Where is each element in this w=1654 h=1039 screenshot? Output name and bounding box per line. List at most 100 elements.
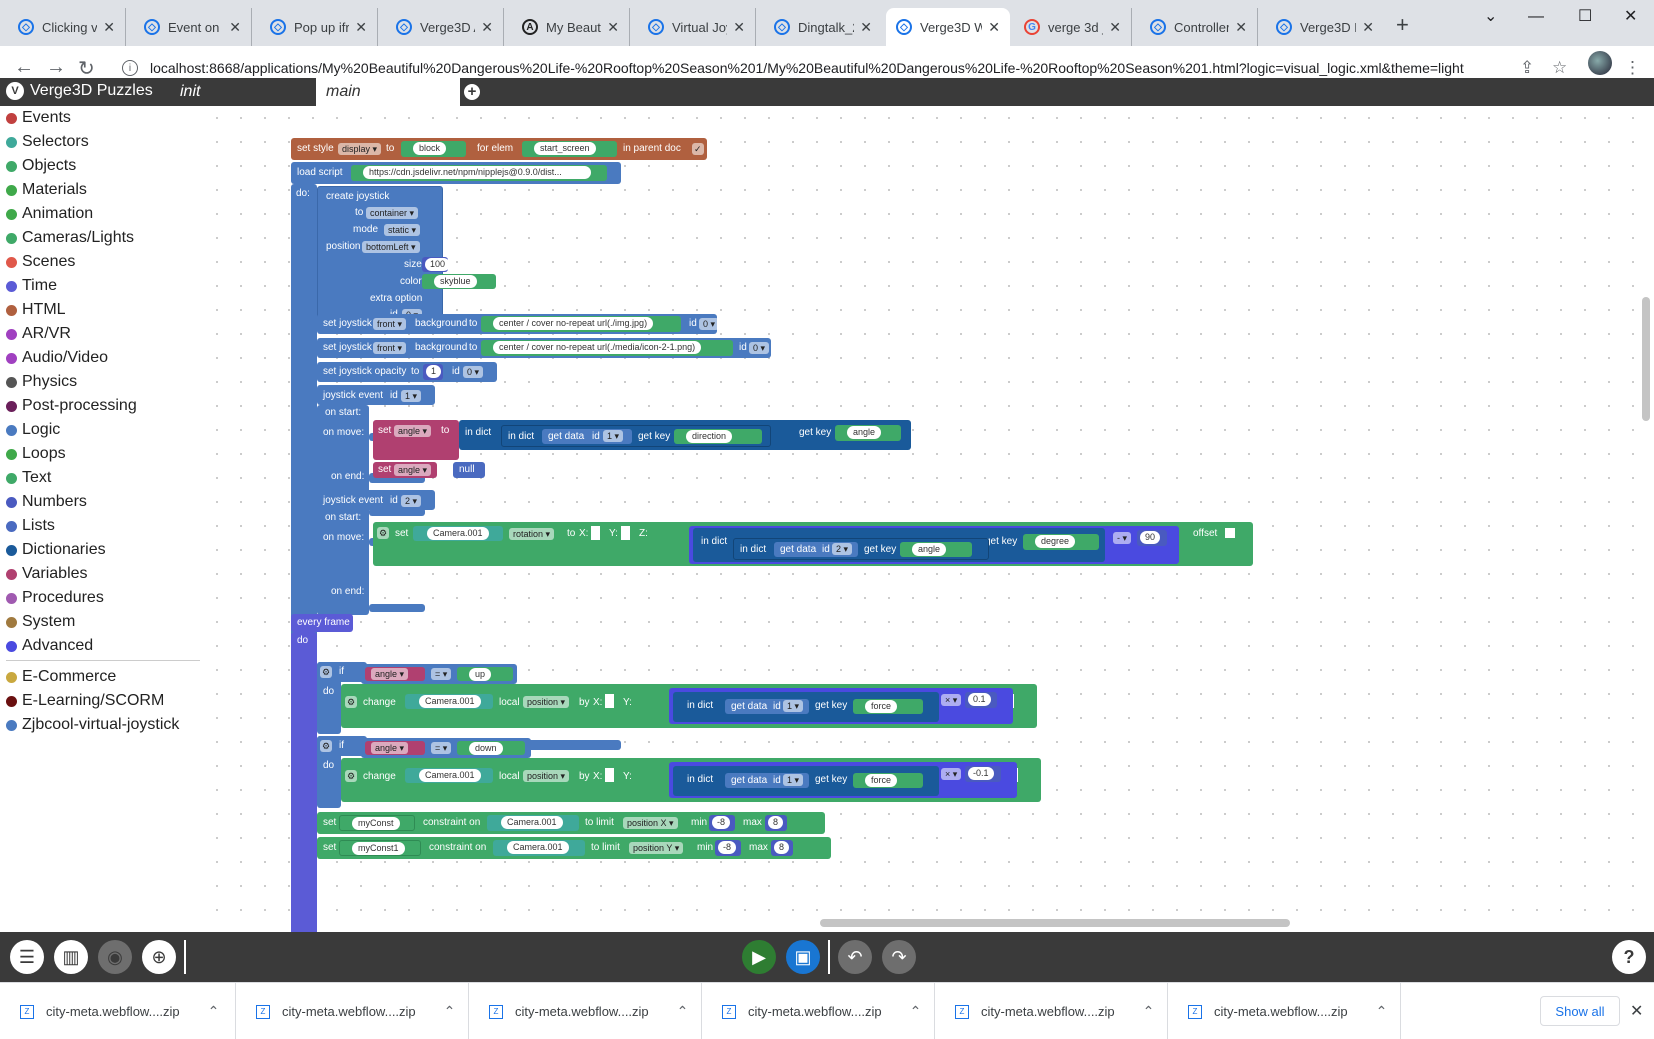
create-joystick-block[interactable]: create joystick to container ▾ mode stat… [317, 186, 496, 331]
joystick-id-dropdown[interactable]: 2 ▾ [401, 495, 422, 507]
variable-get-block[interactable]: angle ▾ [365, 667, 425, 681]
category-html[interactable]: HTML [6, 299, 66, 321]
text-block[interactable]: myConst [339, 815, 415, 831]
chevron-up-icon[interactable]: ⌃ [1375, 1003, 1388, 1019]
library-panel-icon[interactable]: ▥ [54, 940, 88, 974]
chevron-up-icon[interactable]: ⌃ [909, 1003, 922, 1019]
background-text-field[interactable]: center / cover no-repeat url(./media/ico… [493, 341, 702, 354]
property-dropdown[interactable]: position ▾ [523, 770, 570, 782]
camera-screenshot-icon[interactable]: ◉ [98, 940, 132, 974]
script-url-field[interactable]: https://cdn.jsdelivr.net/npm/nipplejs@0.… [363, 166, 591, 179]
variable-dropdown[interactable]: angle ▾ [371, 742, 409, 754]
operator-dropdown[interactable]: × ▾ [941, 768, 962, 780]
category-animation[interactable]: Animation [6, 203, 93, 225]
number-block[interactable]: 0.1 [965, 692, 997, 708]
key-text-field[interactable]: force [865, 700, 898, 713]
category-audio-video[interactable]: Audio/Video [6, 347, 108, 369]
reload-icon[interactable]: ↻ [78, 58, 95, 80]
category-text[interactable]: Text [6, 467, 51, 489]
set-style-block[interactable]: set style display ▾ to block for elem st… [291, 138, 707, 160]
save-disk-icon[interactable]: ▣ [786, 940, 820, 974]
object-selector-block[interactable]: Camera.001 [487, 815, 579, 831]
joystick-id-dropdown[interactable]: 1 ▾ [401, 390, 422, 402]
text-block[interactable]: center / cover no-repeat url(./media/ico… [481, 340, 733, 356]
run-play-icon[interactable]: ▶ [742, 940, 776, 974]
set-joystick-opacity-block[interactable]: set joystick opacity to 1 id 0 ▾ [317, 362, 497, 382]
joystick-id-dropdown[interactable]: 0 ▾ [699, 318, 720, 330]
category-objects[interactable]: Objects [6, 155, 76, 177]
text-field[interactable]: down [469, 742, 503, 755]
close-tab-icon[interactable]: ✕ [607, 18, 619, 35]
min-number-field[interactable]: -8 [712, 816, 731, 829]
number-block[interactable]: 8 [765, 815, 787, 831]
text-block[interactable]: angle [835, 425, 901, 441]
operator-dropdown[interactable]: × ▾ [941, 694, 962, 706]
opacity-number-field[interactable]: 1 [426, 365, 442, 378]
gear-icon[interactable]: ⚙ [320, 740, 333, 752]
get-data-block[interactable]: get data id 1 ▾ [725, 699, 809, 714]
close-tab-icon[interactable]: ✕ [229, 18, 241, 35]
close-window-icon[interactable]: ✕ [1624, 8, 1638, 25]
object-selector-block[interactable]: Camera.001 [493, 840, 585, 856]
variable-dropdown[interactable]: angle ▾ [371, 668, 409, 680]
null-block[interactable]: null [453, 462, 485, 478]
position-dropdown[interactable]: bottomLeft ▾ [362, 241, 420, 253]
object-selector-block[interactable]: Camera.001 [405, 694, 493, 709]
limit-property-dropdown[interactable]: position Y ▾ [629, 842, 684, 854]
variable-dropdown[interactable]: angle ▾ [394, 464, 432, 476]
in-dict-block-1[interactable]: in dict get data id 1 ▾ get key force [673, 692, 939, 722]
workspace-horizontal-scrollbar[interactable] [820, 919, 1290, 927]
new-tab-button[interactable]: + [1396, 12, 1409, 37]
property-dropdown[interactable]: rotation ▾ [509, 528, 555, 540]
set-joystick-bg-block-2[interactable]: set joystick front ▾ background to cente… [317, 338, 771, 358]
key-text-field[interactable]: force [865, 774, 898, 787]
number-block[interactable]: -0.1 [965, 766, 1001, 782]
offset-checkbox[interactable] [1225, 528, 1235, 538]
close-tab-icon[interactable]: ✕ [988, 18, 1000, 35]
site-info-icon[interactable]: i [122, 60, 138, 76]
plugin-e-commerce[interactable]: E-Commerce [6, 666, 116, 688]
get-data-block[interactable]: get data id 2 ▾ [774, 542, 858, 557]
gear-icon[interactable]: ⚙ [377, 527, 390, 539]
chevron-up-icon[interactable]: ⌃ [676, 1003, 689, 1019]
side-dropdown[interactable]: front ▾ [373, 342, 407, 354]
load-script-block[interactable]: load script https://cdn.jsdelivr.net/npm… [291, 162, 621, 184]
max-number-field[interactable]: 8 [768, 816, 784, 829]
min-number-field[interactable]: -8 [718, 841, 737, 854]
back-arrow-icon[interactable]: ← [14, 56, 34, 78]
text-block[interactable]: degree [1023, 534, 1099, 550]
close-tab-icon[interactable]: ✕ [103, 18, 115, 35]
max-number-field[interactable]: 8 [774, 841, 790, 854]
close-tab-icon[interactable]: ✕ [481, 18, 493, 35]
chevron-up-icon[interactable]: ⌃ [207, 1003, 220, 1019]
puzzles-workspace[interactable]: set style display ▾ to block for elem st… [205, 106, 1654, 932]
text-block[interactable]: https://cdn.jsdelivr.net/npm/nipplejs@0.… [351, 165, 607, 181]
browser-tab[interactable]: ◇Verge3D Ap✕ [386, 8, 504, 46]
property-dropdown[interactable]: position ▾ [523, 696, 570, 708]
number-block[interactable]: 8 [771, 840, 793, 856]
operator-dropdown[interactable]: = ▾ [431, 668, 452, 680]
category-time[interactable]: Time [6, 275, 57, 297]
container-dropdown[interactable]: container ▾ [366, 207, 419, 219]
text-block[interactable]: center / cover no-repeat url(./img.jpg) [481, 316, 681, 332]
text-block[interactable]: angle [900, 542, 972, 557]
number-block[interactable]: -8 [715, 840, 741, 856]
mode-dropdown[interactable]: static ▾ [384, 224, 421, 236]
x-input-slot[interactable] [605, 768, 614, 782]
joystick-id-dropdown[interactable]: 0 ▾ [749, 342, 770, 354]
text-block[interactable]: start_screen [522, 141, 617, 157]
text-block[interactable]: force [853, 773, 923, 788]
maximize-window-icon[interactable]: ☐ [1578, 8, 1593, 25]
key-text-field[interactable]: direction [686, 430, 733, 443]
gear-icon[interactable]: ⚙ [345, 696, 358, 708]
close-downloads-icon[interactable]: ✕ [1630, 1003, 1644, 1020]
number-block[interactable]: 1 [423, 364, 443, 380]
plugin-e-learning-scorm[interactable]: E-Learning/SCORM [6, 690, 164, 712]
browser-tab[interactable]: ◇Pop up ifra✕ [260, 8, 378, 46]
crosshair-target-icon[interactable]: ⊕ [142, 940, 176, 974]
browser-tab[interactable]: ◇Virtual Joys✕ [638, 8, 756, 46]
